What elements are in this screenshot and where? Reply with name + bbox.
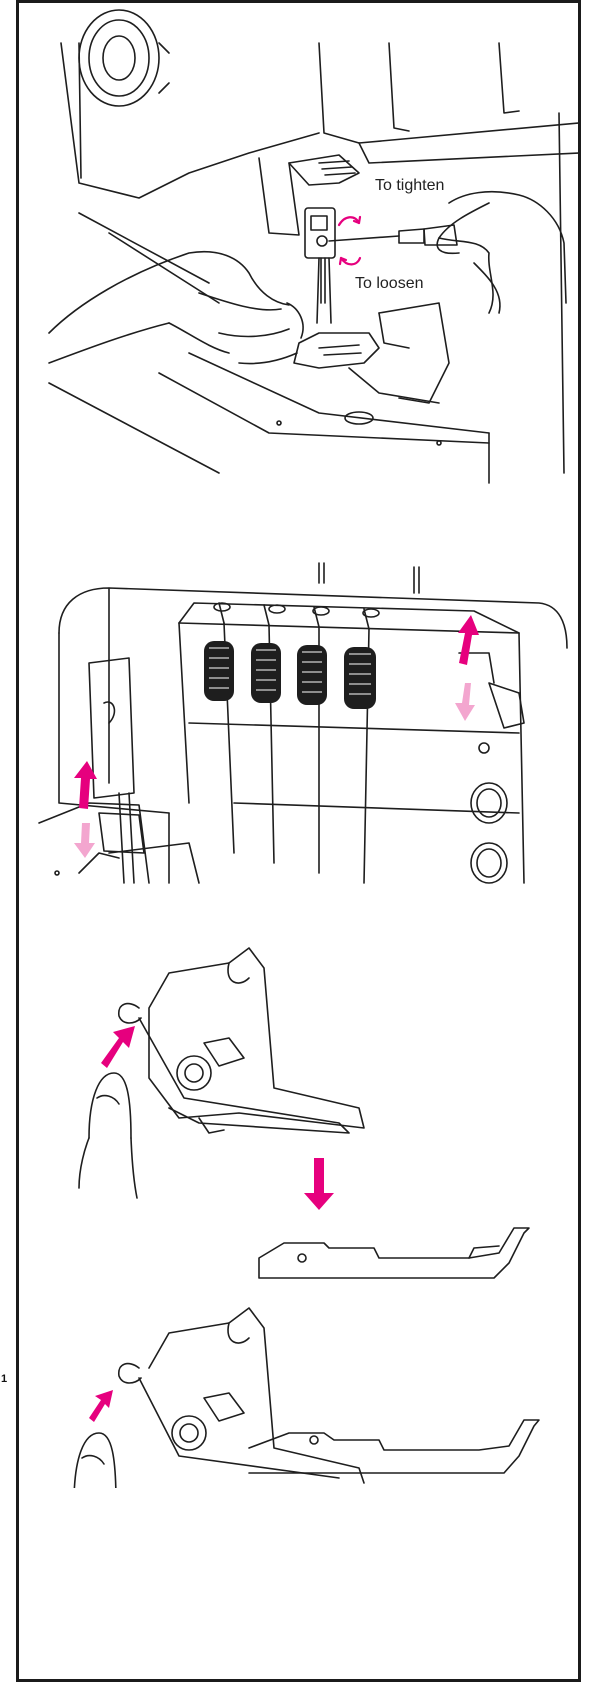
foot-up-arrow-icon <box>74 761 97 809</box>
lever-up-arrow-icon <box>458 615 479 665</box>
needle-clamp-drawing <box>48 9 578 484</box>
down-arrow-icon <box>304 1158 334 1210</box>
page-frame: To tighten To loosen <box>16 0 581 1682</box>
illustration-overlock-machine <box>19 553 578 893</box>
foot-down-arrow-icon <box>74 823 95 858</box>
label-to-loosen: To loosen <box>355 275 424 292</box>
overlock-machine-drawing <box>38 562 568 884</box>
illustration-presser-foot-attach <box>19 928 578 1488</box>
lever-down-arrow-icon <box>455 683 475 721</box>
tighten-arrow-icon <box>337 216 361 227</box>
press-lever-arrow-icon <box>101 1026 135 1068</box>
loosen-arrow-icon <box>339 256 362 266</box>
page-number: 1 <box>1 1373 8 1385</box>
press-lever-arrow-2-icon <box>89 1390 113 1422</box>
presser-foot-drawing <box>73 947 540 1488</box>
illustration-needle-clamp: To tighten To loosen <box>19 3 578 493</box>
label-to-tighten: To tighten <box>375 177 445 194</box>
